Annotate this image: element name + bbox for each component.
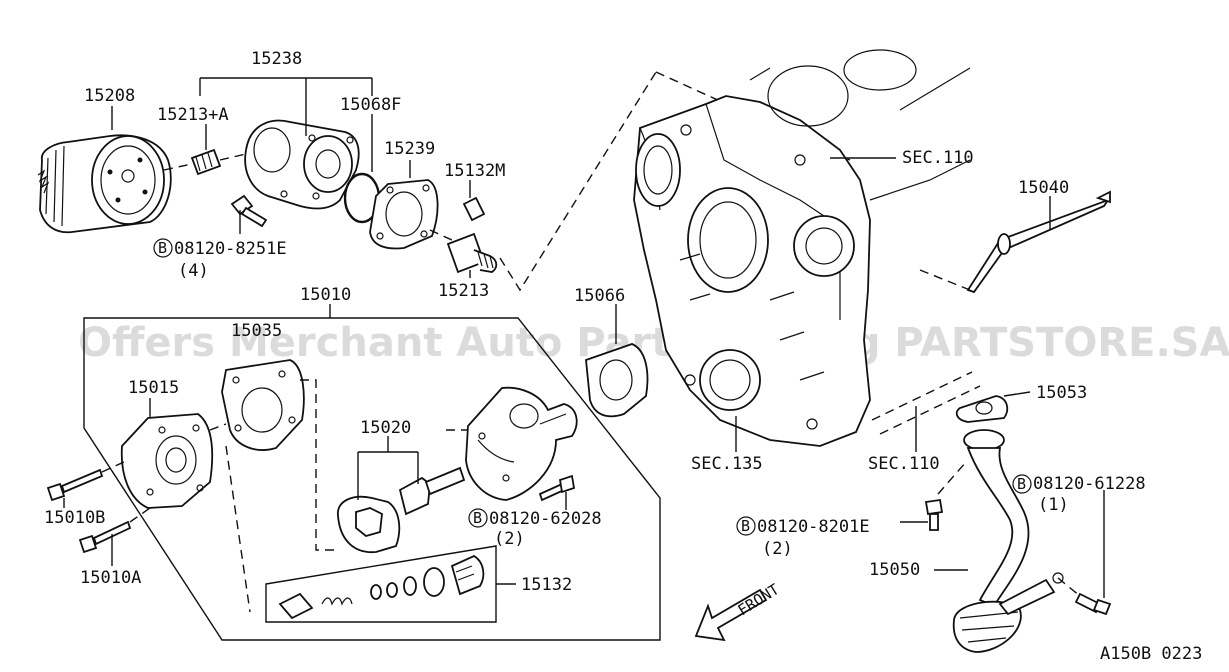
front-arrow: FRONT [694,580,783,642]
label-15010a: 15010A [80,568,141,588]
bolt-08120-8251e[interactable] [230,194,268,228]
watermark-text: Offers Merchant Auto Parts Catalog PARTS… [78,320,1229,366]
filter-bracket-15238[interactable] [244,119,360,210]
label-bolt2-qty: (2) [494,529,525,549]
label-sec110-top: SEC.110 [902,148,974,168]
bolt-08120-61228[interactable] [1074,592,1112,616]
label-sec110-bottom: SEC.110 [868,454,940,474]
label-15239: 15239 [384,139,435,159]
threaded-stud-15213a[interactable] [190,148,222,176]
connector-15213[interactable] [446,232,498,274]
dipstick-15040[interactable] [966,190,1111,294]
label-15015: 15015 [128,378,179,398]
label-15213a: 15213+A [157,105,229,125]
dashed-line-bolt3 [1057,577,1081,597]
label-15213: 15213 [438,281,489,301]
dashed-line-dipstick [919,269,971,291]
bolt-symbol-icon [153,238,173,258]
front-arrow-icon [694,588,768,642]
pump-cover-15015[interactable] [120,413,214,509]
label-15066: 15066 [574,286,625,306]
label-15010b: 15010B [44,508,105,528]
oil-filter-15208[interactable] [37,134,172,234]
bolt-callout-08120-61228: B 08120-61228 (1) [1012,474,1146,515]
gasket-15035[interactable] [221,359,305,451]
label-15053: 15053 [1036,383,1087,403]
bolt-08120-62028[interactable] [538,474,576,502]
bolt-callout-08120-62028: B 08120-62028 (2) [468,508,602,549]
bolt-callout-08120-8201e: B 08120-8201E (2) [736,516,870,559]
bolt-symbol-label: B [1017,475,1026,493]
label-front: FRONT [735,580,783,619]
label-15020: 15020 [360,418,411,438]
label-bolt3: 08120-61228 [1033,474,1146,494]
label-bolt1: 08120-8251E [174,239,287,259]
bolt-symbol-icon [468,508,488,528]
dashed-line-bolts [101,423,227,523]
bolt-symbol-icon [1012,474,1032,494]
label-bolt1-qty: (4) [178,261,209,281]
valve-15132m[interactable] [462,196,486,222]
gasket-15053[interactable] [955,395,1009,423]
relief-valve-kit-box [265,545,497,623]
bolt-callout-08120-8251e: B 08120-8251E (4) [153,238,287,281]
label-15132m: 15132M [444,161,505,181]
label-15068f: 15068F [340,95,401,115]
oil-pump-assembly-outline [83,317,661,641]
label-15040: 15040 [1018,178,1069,198]
bolt-symbol-label: B [158,239,167,257]
label-bolt4-qty: (2) [762,539,793,559]
dashed-line-bolt4 [937,461,967,495]
bolt-15010b[interactable] [46,468,104,502]
pump-rotor-15020[interactable] [337,466,466,553]
label-15208: 15208 [84,86,135,106]
label-sec135: SEC.135 [691,454,763,474]
reference-code: A150B 0223 [1100,644,1202,664]
label-bolt2: 08120-62028 [489,509,602,529]
oil-pan-rail [871,371,981,435]
label-bolt4: 08120-8201E [757,517,870,537]
bolt-symbol-icon [736,516,756,536]
relief-valve-kit-15132[interactable] [265,545,497,623]
leader-15020 [357,436,419,500]
gasket-15066[interactable] [585,343,649,418]
label-15010: 15010 [300,285,351,305]
label-bolt3-qty: (1) [1038,495,1069,515]
gasket-15239[interactable] [369,179,439,250]
oil-pump-body[interactable] [465,386,578,501]
bolt-symbol-label: B [473,509,482,527]
label-15238: 15238 [251,49,302,69]
label-15050: 15050 [869,560,920,580]
label-15035: 15035 [231,321,282,341]
leader-15053 [1003,391,1031,397]
engine-block [633,49,971,447]
bolt-symbol-label: B [741,517,750,535]
bolt-08120-8201e[interactable] [924,498,944,531]
oil-strainer-15050[interactable] [952,429,1064,653]
bolt-15010a[interactable] [78,520,132,554]
leader-15238 [199,77,373,136]
dashed-assembly-line-pump [225,379,468,613]
label-15132: 15132 [521,575,572,595]
